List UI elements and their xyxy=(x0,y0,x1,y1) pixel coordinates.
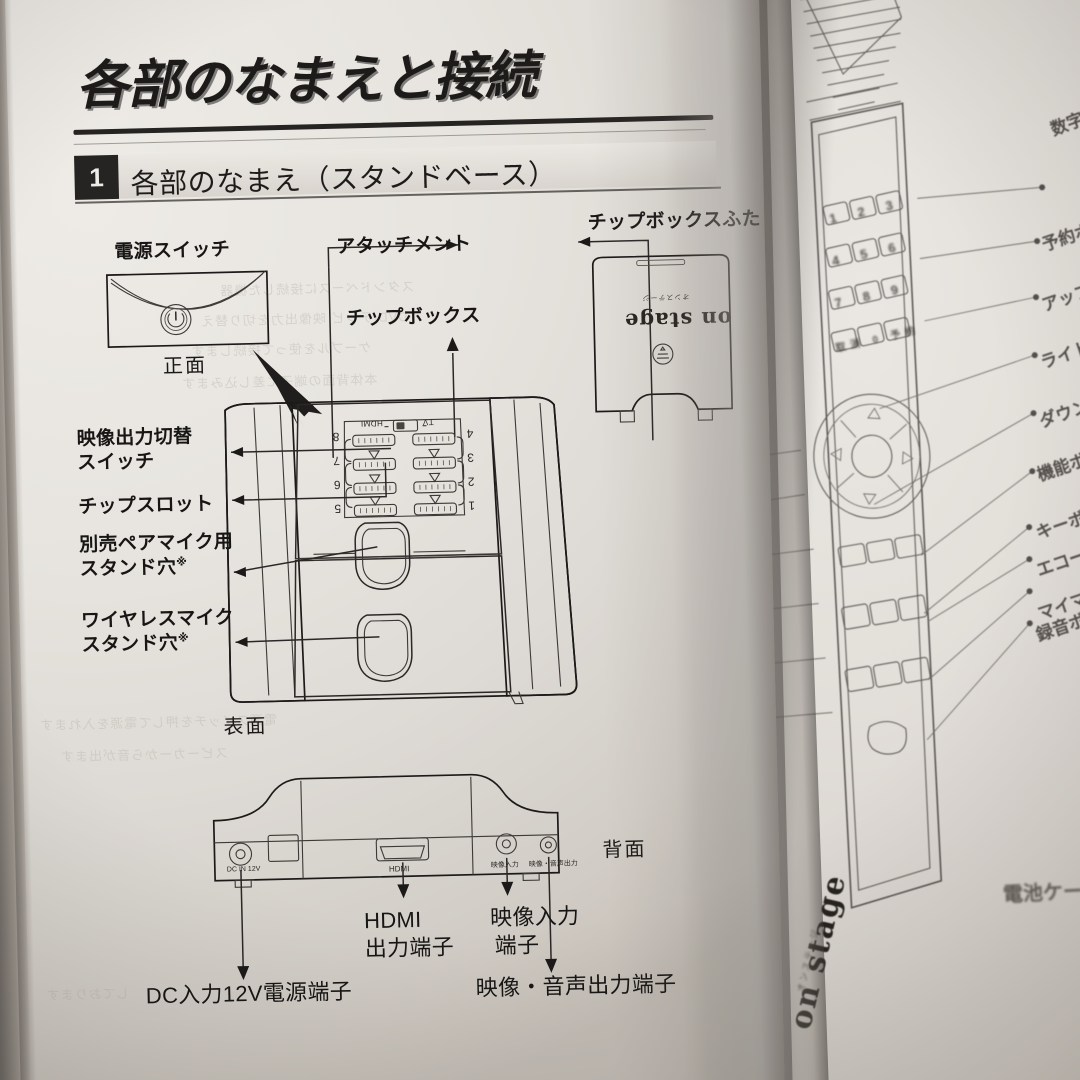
label-video-out-switch-line2: スイッチ xyxy=(77,451,155,474)
label-pair-mic-line2: スタンド穴※ xyxy=(79,556,188,581)
label-wireless-mic-line2: スタンド穴※ xyxy=(81,632,190,657)
asterisk-mark: ※ xyxy=(177,632,190,645)
label-pair-mic-line1: 別売ペアマイク用 xyxy=(78,531,234,556)
chip-slot-number-1: 1 xyxy=(468,498,476,513)
left-page-content: スタンドベースに接続した機器 DVD/テレビ 映像出力を切り替え ケーブルを使っ… xyxy=(39,46,762,1009)
rear-micro-label-hdmi: HDMI xyxy=(388,864,410,874)
lid-brand-sub: オンステージ xyxy=(641,292,690,301)
label-hdmi-line1: HDMI xyxy=(363,906,422,934)
label-chip-box-lid: チップボックスふた xyxy=(587,208,762,234)
caption-front: 正面 xyxy=(162,354,208,378)
label-attachment: アタッチメント xyxy=(336,233,472,258)
label-chip-box: チップボックス xyxy=(345,305,481,330)
caption-surface: 表面 xyxy=(223,715,268,739)
rear-micro-label-av-out: 映像・音声出力 xyxy=(528,860,578,869)
chip-slot-number-8: 8 xyxy=(332,429,340,444)
lid-brand: on stage xyxy=(623,306,733,334)
switch-label-hdmi: HDMI xyxy=(360,418,383,429)
chip-slot-number-6: 6 xyxy=(333,477,341,492)
label-dc-in: DC入力12V電源端子 xyxy=(145,978,353,1009)
asterisk-mark: ※ xyxy=(176,556,188,569)
left-page-content-wrap: スタンドベースに接続した機器 DVD/テレビ 映像出力を切り替え ケーブルを使っ… xyxy=(39,46,761,1008)
label-hdmi-line2: 出力端子 xyxy=(364,934,455,962)
label-chip-slot: チップスロット xyxy=(78,493,214,518)
chip-slot-number-2: 2 xyxy=(467,474,475,489)
label-video-in-line1: 映像入力 xyxy=(489,903,580,931)
label-video-out-switch-line1: 映像出力切替 xyxy=(76,426,193,450)
chip-slot-number-7: 7 xyxy=(333,453,341,468)
battery-case-label: 電池ケー xyxy=(1002,880,1080,907)
caption-rear: 背面 xyxy=(602,838,647,862)
switch-label-tv: TV xyxy=(422,417,434,427)
rear-micro-label-video-in: 映像入力 xyxy=(490,861,519,870)
label-av-out: 映像・音声出力端子 xyxy=(475,970,677,1001)
rear-micro-label-dc: DC IN 12V xyxy=(226,865,261,874)
chip-slot-number-3: 3 xyxy=(467,450,475,465)
chip-slot-number-5: 5 xyxy=(334,501,342,516)
label-wireless-mic-line1: ワイヤレスマイク xyxy=(80,607,235,632)
chip-slot-number-4: 4 xyxy=(466,426,474,441)
label-video-in-line2: 端子 xyxy=(494,932,540,959)
